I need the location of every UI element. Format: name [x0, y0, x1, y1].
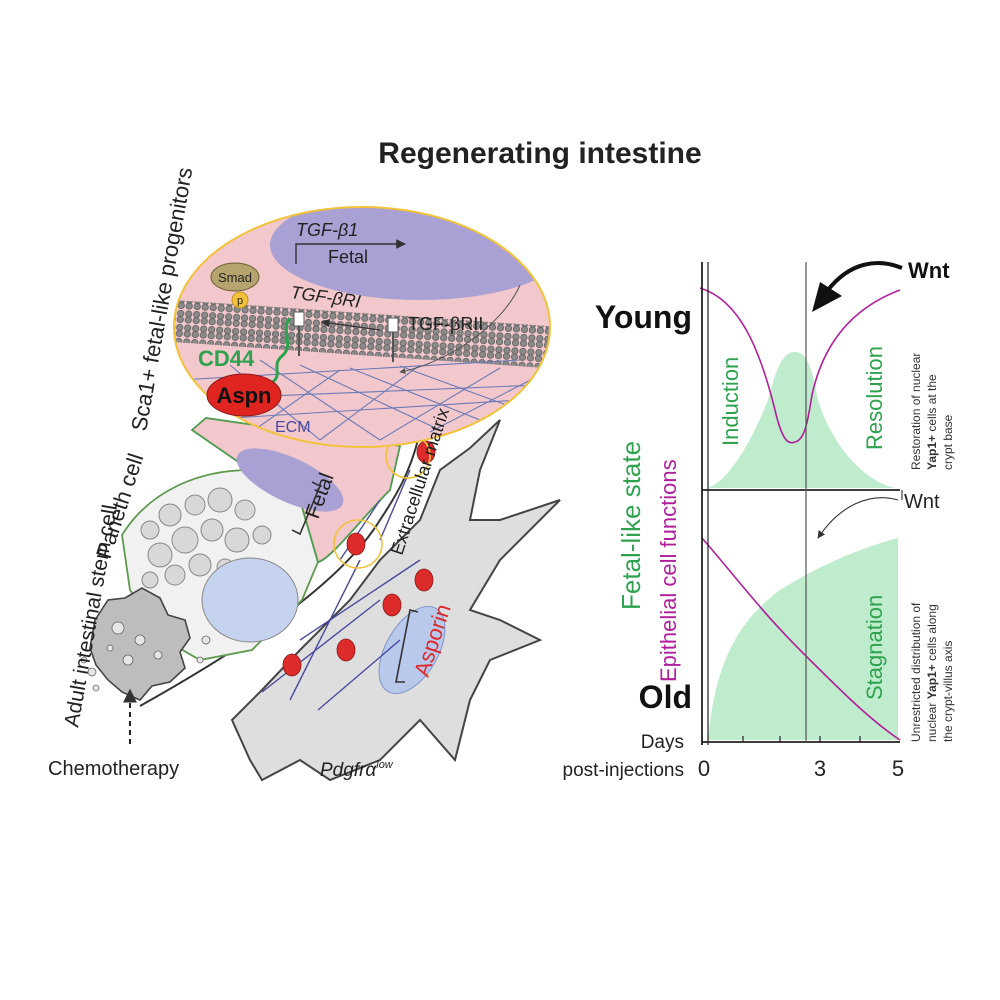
epithelial-function-curve-old: [701, 537, 901, 741]
stagnation-label: Stagnation: [862, 595, 887, 700]
stem-cell-vesicles: [80, 621, 211, 692]
note-bottom-yap1: Yap1+: [925, 664, 939, 699]
wnt-arrow-weak: [817, 497, 899, 539]
zoom-highlight-1: [333, 519, 383, 569]
aspn-protein: [206, 373, 282, 417]
fetal-like-state-label: Fetal-like state: [616, 441, 646, 610]
induction-label: Induction: [718, 357, 743, 446]
nucleus-region: [270, 207, 550, 300]
signal-arrow-1: [321, 318, 381, 331]
post-injections-label: post-injections: [563, 760, 684, 781]
tgf-b1-label: TGF-β1: [296, 220, 358, 240]
phospho-group: [231, 291, 249, 309]
note-bottom-line3: the crypt-villus axis: [941, 641, 955, 742]
young-label: Young: [595, 299, 692, 335]
wnt-top-label: Wnt: [908, 258, 950, 283]
paneth-granules: [140, 487, 272, 589]
wnt-bottom-label: Wnt: [904, 491, 940, 513]
paneth-nucleus: [201, 557, 299, 643]
stromal-nucleus: [378, 605, 446, 695]
signal-arrow-2: [399, 284, 521, 375]
chemotherapy-label: Chemotherapy: [48, 758, 179, 780]
asporin-particles: [282, 440, 436, 677]
timeline-plots: [699, 262, 903, 745]
aspn-label: Aspn: [217, 383, 272, 408]
ecm-fibers: [261, 469, 421, 711]
induction-resolution-area: [708, 352, 895, 488]
asporin-gene-arrow: [395, 609, 419, 683]
cd44-label: CD44: [198, 346, 255, 371]
tick-5-label: 5: [892, 756, 904, 781]
fetal-gene-arrow: [291, 481, 322, 536]
x-ticks: [742, 736, 861, 742]
fetal-gene-label: Fetal: [328, 247, 368, 267]
note-top-line3: crypt base: [941, 414, 955, 470]
note-bottom-line1: Unrestricted distribution of: [909, 602, 923, 742]
cell-membrane: [174, 299, 550, 369]
tgf-brii-label: TGF-βRII: [408, 314, 483, 334]
wnt-arrow-strong-head: [812, 282, 842, 312]
note-top-line2-rest: cells at the: [925, 374, 939, 435]
pdgfra-superscript: low: [376, 759, 394, 771]
epithelial-functions-label: Epithelial cell functions: [656, 459, 681, 682]
tick-0-label: 0: [698, 756, 710, 781]
pdgfra-text: Pdgfrα: [320, 760, 377, 781]
figure-title: Regenerating intestine: [378, 137, 701, 170]
wnt-arrow-strong: [826, 261, 903, 292]
old-label: Old: [639, 679, 692, 715]
smad-complex: [210, 262, 260, 292]
note-bottom-line2: nuclear Yap1+ cells along: [925, 604, 939, 742]
epithelial-function-curve-young: [699, 287, 901, 444]
tick-3-label: 3: [814, 756, 826, 781]
tgf-brii-receptor: [387, 317, 399, 362]
ecm-label: ECM: [275, 419, 311, 436]
cd44-strand: [269, 317, 292, 386]
stagnation-area: [708, 538, 898, 740]
note-top-yap1: Yap1+: [925, 435, 939, 470]
fetal-transcription-arrow: [295, 239, 406, 264]
tgf-bri-receptor: [293, 311, 305, 356]
note-bottom-line2-rest: cells along: [925, 604, 939, 664]
note-bottom-line2-pre: nuclear: [925, 699, 939, 742]
resolution-label: Resolution: [862, 346, 887, 450]
smad-label: Smad: [218, 270, 252, 285]
note-top-line2: Yap1+ cells at the: [925, 374, 939, 470]
note-top-line1: Restoration of nuclear: [909, 353, 923, 470]
note-top: Restoration of nuclear Yap1+ cells at th…: [909, 353, 955, 470]
phospho-label: p: [237, 295, 243, 307]
pdgfra-label: Pdgfrαlow: [320, 759, 394, 781]
note-bottom: Unrestricted distribution of nuclear Yap…: [909, 602, 955, 742]
days-label: Days: [641, 732, 684, 753]
